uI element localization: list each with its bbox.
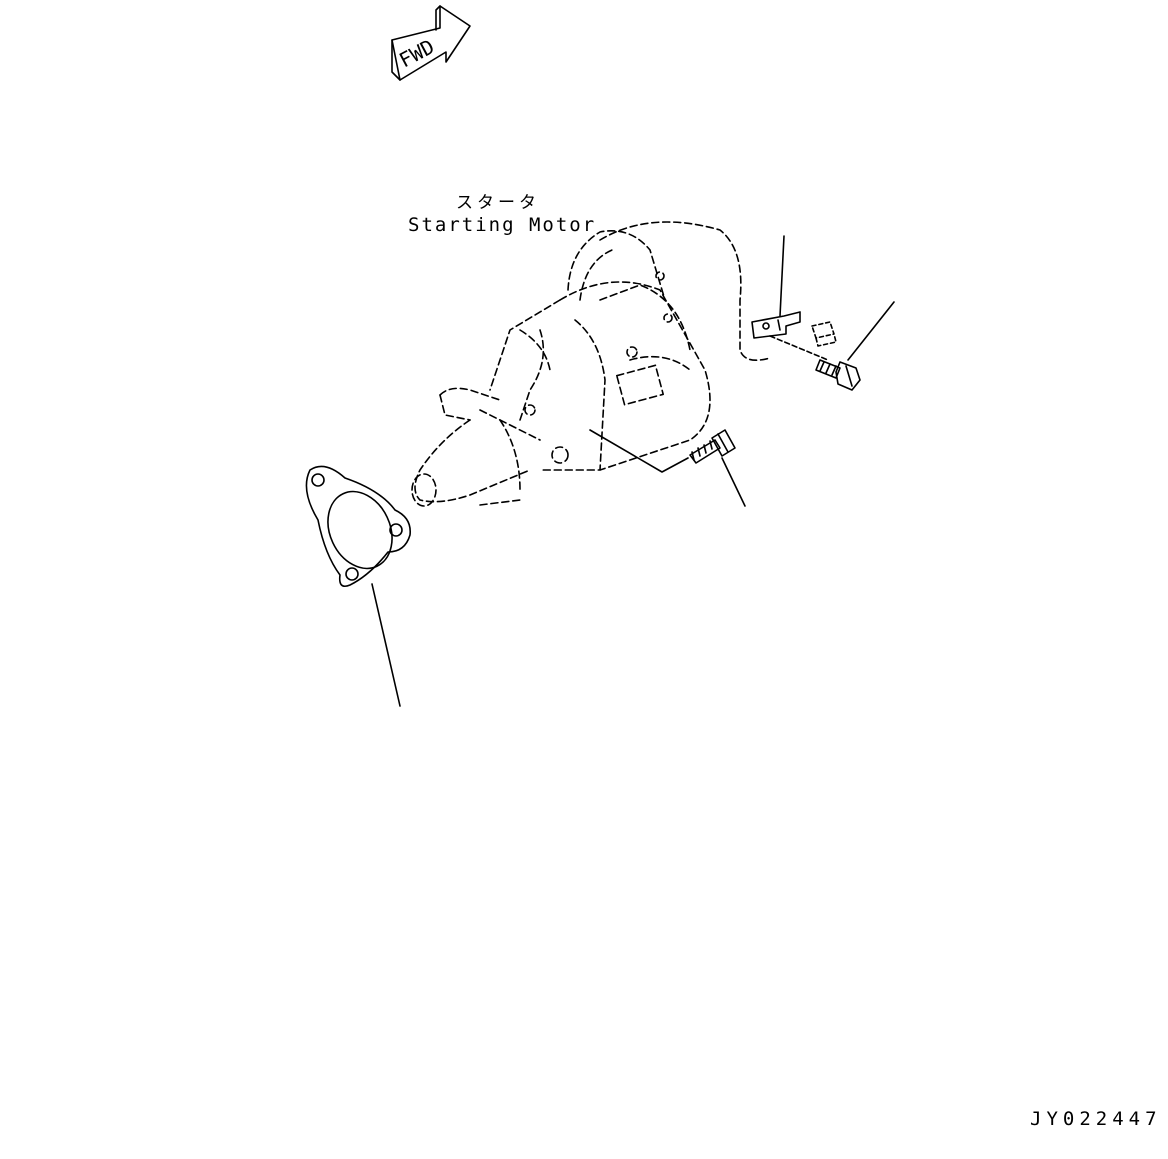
gasket-leader-line — [371, 583, 401, 707]
clamp-icon — [751, 311, 801, 339]
gasket-icon — [305, 465, 412, 588]
mounting-bolt-icon — [689, 429, 736, 464]
drawing-number: JY022447 — [1030, 1108, 1162, 1130]
clamp-bolt-leader-line — [847, 301, 895, 361]
fwd-arrow-text: FWD — [395, 34, 438, 72]
clamp-mount-block — [811, 321, 837, 347]
motor-leader-line — [589, 429, 689, 473]
part-label-japanese: スタータ — [456, 193, 540, 213]
fwd-arrow-icon: FWD — [391, 5, 471, 81]
part-label-english: Starting Motor — [408, 214, 597, 236]
clamp-leader-line — [779, 235, 785, 317]
bolt-leader-line — [721, 457, 746, 507]
clamp-bolt-icon — [815, 359, 861, 391]
clamp-bolt-axis — [769, 335, 829, 361]
starting-motor — [411, 221, 771, 507]
